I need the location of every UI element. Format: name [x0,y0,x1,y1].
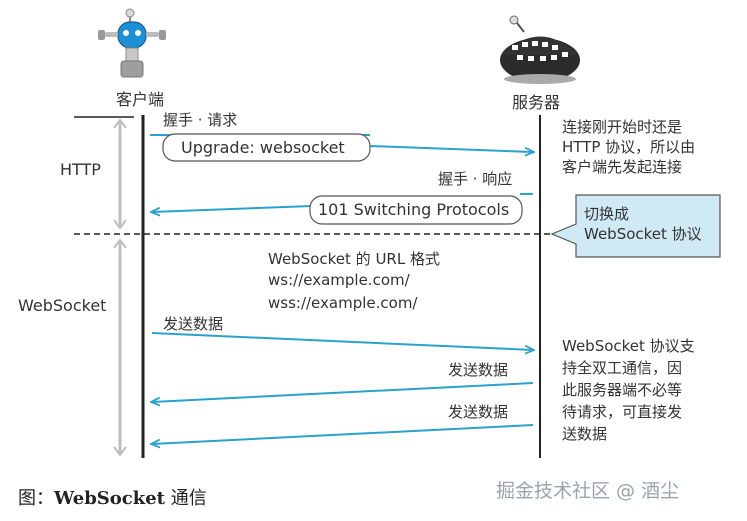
handshake-request-label: 握手 · 请求 [163,111,238,129]
server-robot-icon [500,15,580,84]
watermark: 掘金技术社区 @ 酒尘 [496,480,680,502]
switching-protocols-text: 101 Switching Protocols [318,200,510,219]
figure-caption: 图：WebSocket 通信 [18,488,207,509]
send-data-label-2: 发送数据 [448,361,509,379]
upgrade-header-text: Upgrade: websocket [181,138,345,157]
switch-protocol-note [550,194,721,258]
connection-note: 连接刚开始时还是 HTTP 协议，所以由 客户端先发起连接 [562,118,696,176]
url-ws-example: ws://example.com/ [268,271,410,289]
send-data-label-3: 发送数据 [448,403,509,421]
http-phase-label: HTTP [60,160,101,179]
client-robot-icon [98,8,166,78]
handshake-request-arrow [369,145,533,152]
send-data-label-1: 发送数据 [163,315,224,333]
websocket-phase-label: WebSocket [18,296,107,315]
server-label: 服务器 [512,93,561,112]
full-duplex-note: WebSocket 协议支 持全双工通信，因 此服务器端不必等 待请求，可直接发… [562,337,695,443]
switching-protocols-box [309,195,523,225]
url-format-title: WebSocket 的 URL 格式 [268,250,440,268]
handshake-response-label: 握手 · 响应 [438,170,513,188]
upgrade-header-box [162,133,371,162]
send-data-arrow-2 [152,382,534,402]
switch-note-text: 切换成 WebSocket 协议 [584,205,702,243]
send-data-arrow-3 [152,424,534,444]
url-wss-example: wss://example.com/ [268,294,418,312]
client-label: 客户端 [116,90,165,109]
send-data-arrow-1 [151,332,533,350]
handshake-response-arrow [152,205,313,212]
